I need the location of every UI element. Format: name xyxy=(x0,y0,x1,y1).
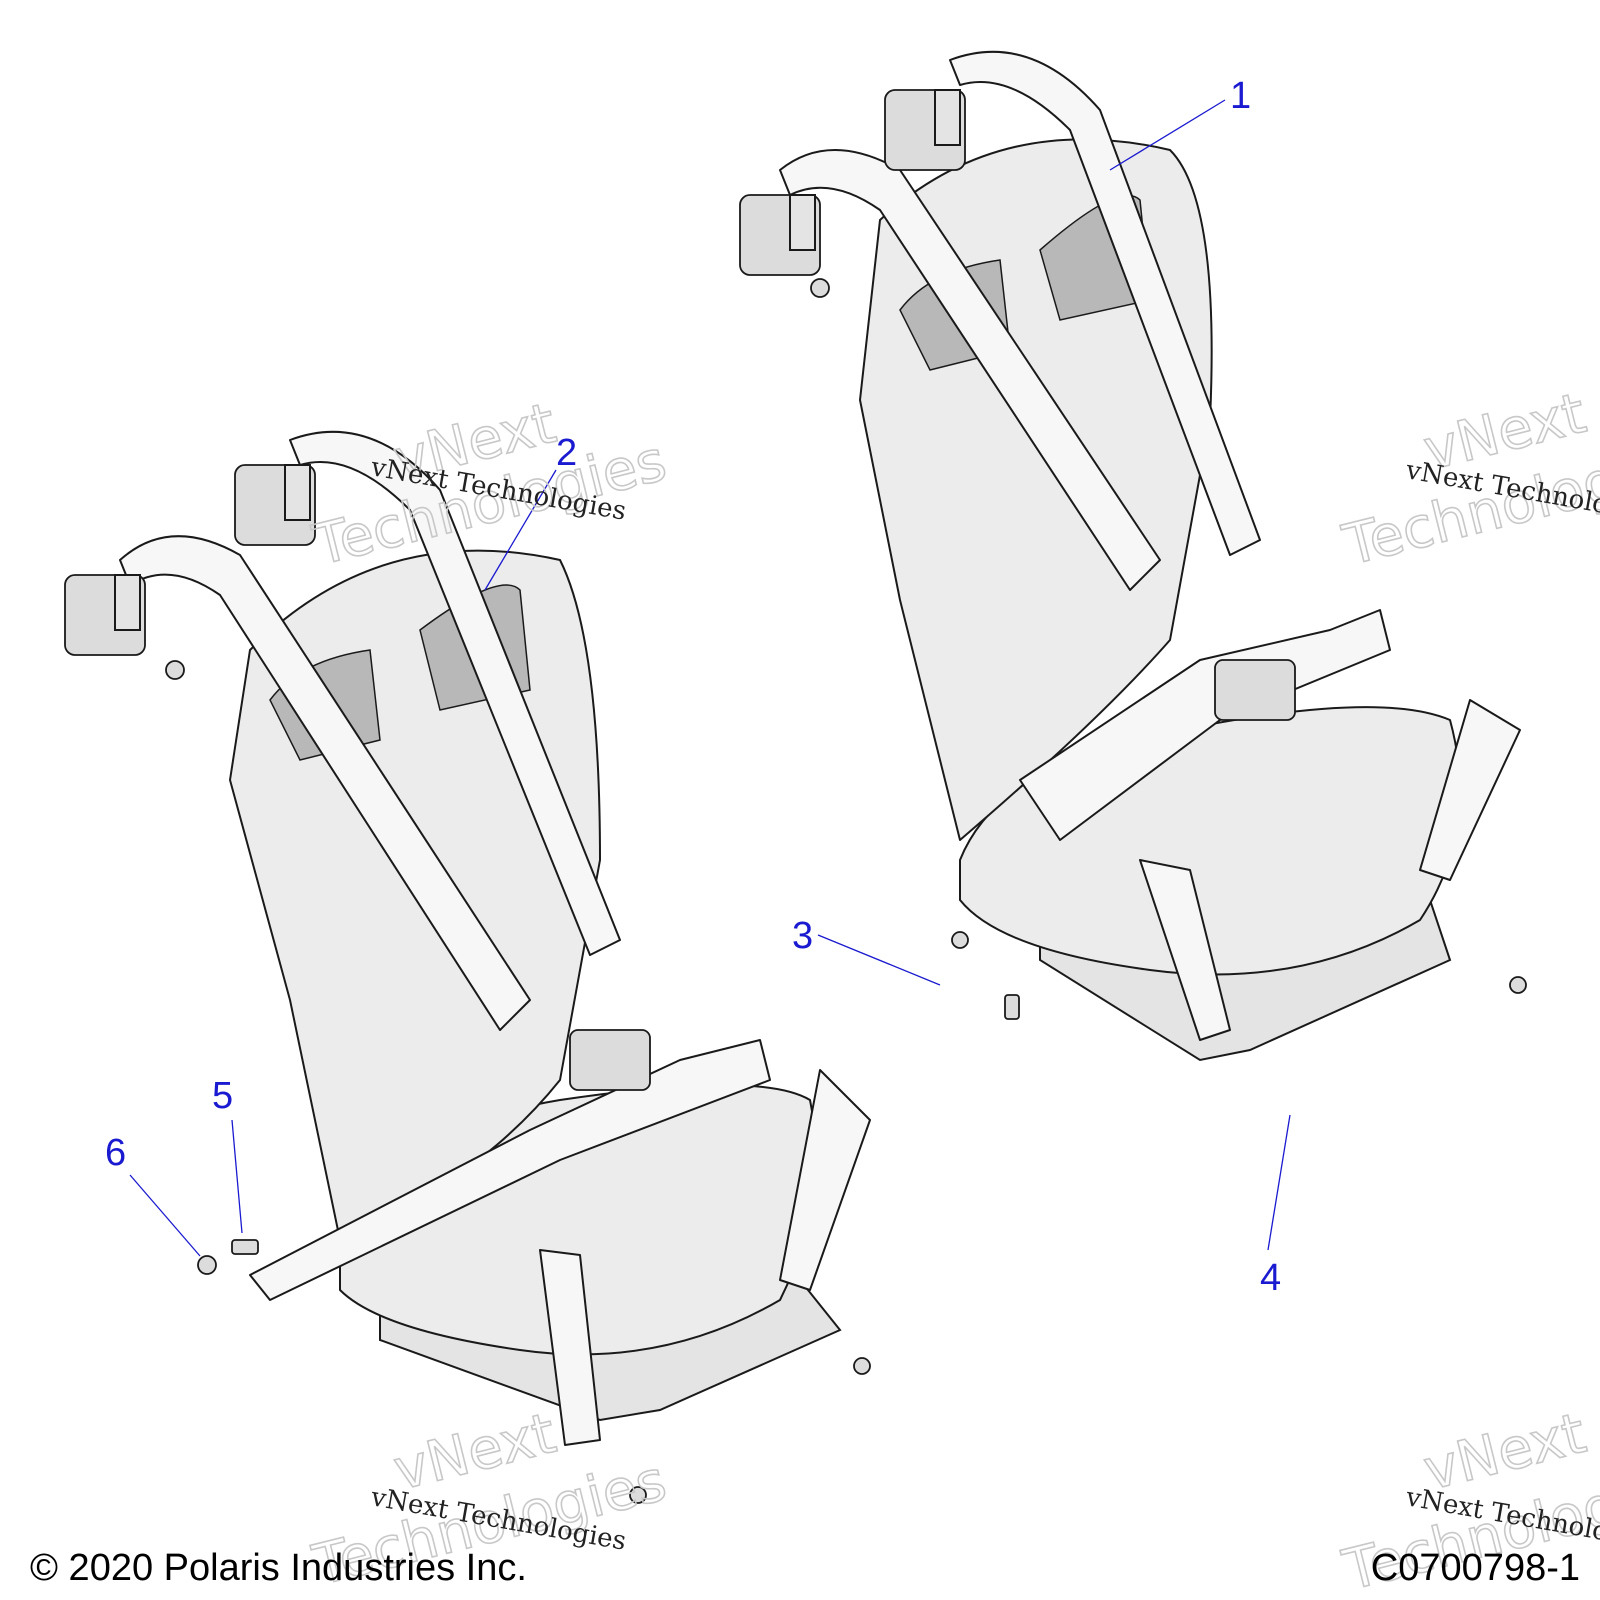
leader-3 xyxy=(817,934,941,986)
right-buckle xyxy=(1214,659,1296,721)
callout-4: 4 xyxy=(1260,1257,1281,1299)
watermark-upper-right: vNext Technologies vNext Technologies xyxy=(1336,380,1600,579)
callout-5: 5 xyxy=(212,1075,233,1117)
right-crotch-strap xyxy=(1139,859,1231,1041)
left-bolt-rear xyxy=(853,1357,871,1375)
leader-4 xyxy=(1267,1114,1291,1251)
leader-2 xyxy=(484,469,557,591)
right-bolt-front xyxy=(1004,994,1020,1020)
left-shoulder-strap-right xyxy=(289,430,621,956)
figure-id: C0700798-1 xyxy=(1370,1547,1580,1589)
right-nut-front xyxy=(951,931,969,949)
left-seat-assembly xyxy=(64,430,871,1504)
callout-6: 6 xyxy=(105,1132,126,1174)
left-crotch-strap xyxy=(539,1249,601,1446)
callout-3: 3 xyxy=(792,915,813,957)
right-seat-assembly xyxy=(739,50,1527,1062)
leader-6 xyxy=(129,1174,201,1257)
right-shoulder-strap-right xyxy=(949,50,1261,556)
callout-1: 1 xyxy=(1230,75,1251,117)
watermark-upper-left: vNext Technologies vNext Technologies xyxy=(306,390,673,579)
left-buckle xyxy=(569,1029,651,1091)
callout-2: 2 xyxy=(556,432,577,474)
left-nut-6 xyxy=(197,1255,217,1275)
leader-1 xyxy=(1109,99,1226,171)
left-bolt-front xyxy=(629,1486,647,1504)
right-lap-belt xyxy=(1019,609,1391,841)
right-shoulder-strap-left xyxy=(779,149,1161,591)
leader-5 xyxy=(231,1119,243,1234)
right-bolt-rear xyxy=(1509,976,1527,994)
right-retractor-left xyxy=(739,194,830,298)
left-retractor-left xyxy=(64,574,185,680)
left-bolt-5 xyxy=(231,1239,259,1255)
left-retractor-right xyxy=(234,464,316,546)
right-lap-belt-tail xyxy=(1419,699,1521,881)
right-retractor-right xyxy=(884,89,966,171)
left-lap-belt-tail xyxy=(779,1069,871,1291)
copyright-text: © 2020 Polaris Industries Inc. xyxy=(30,1547,527,1589)
left-lap-belt xyxy=(249,1039,771,1301)
left-shoulder-strap-left xyxy=(119,535,531,1031)
